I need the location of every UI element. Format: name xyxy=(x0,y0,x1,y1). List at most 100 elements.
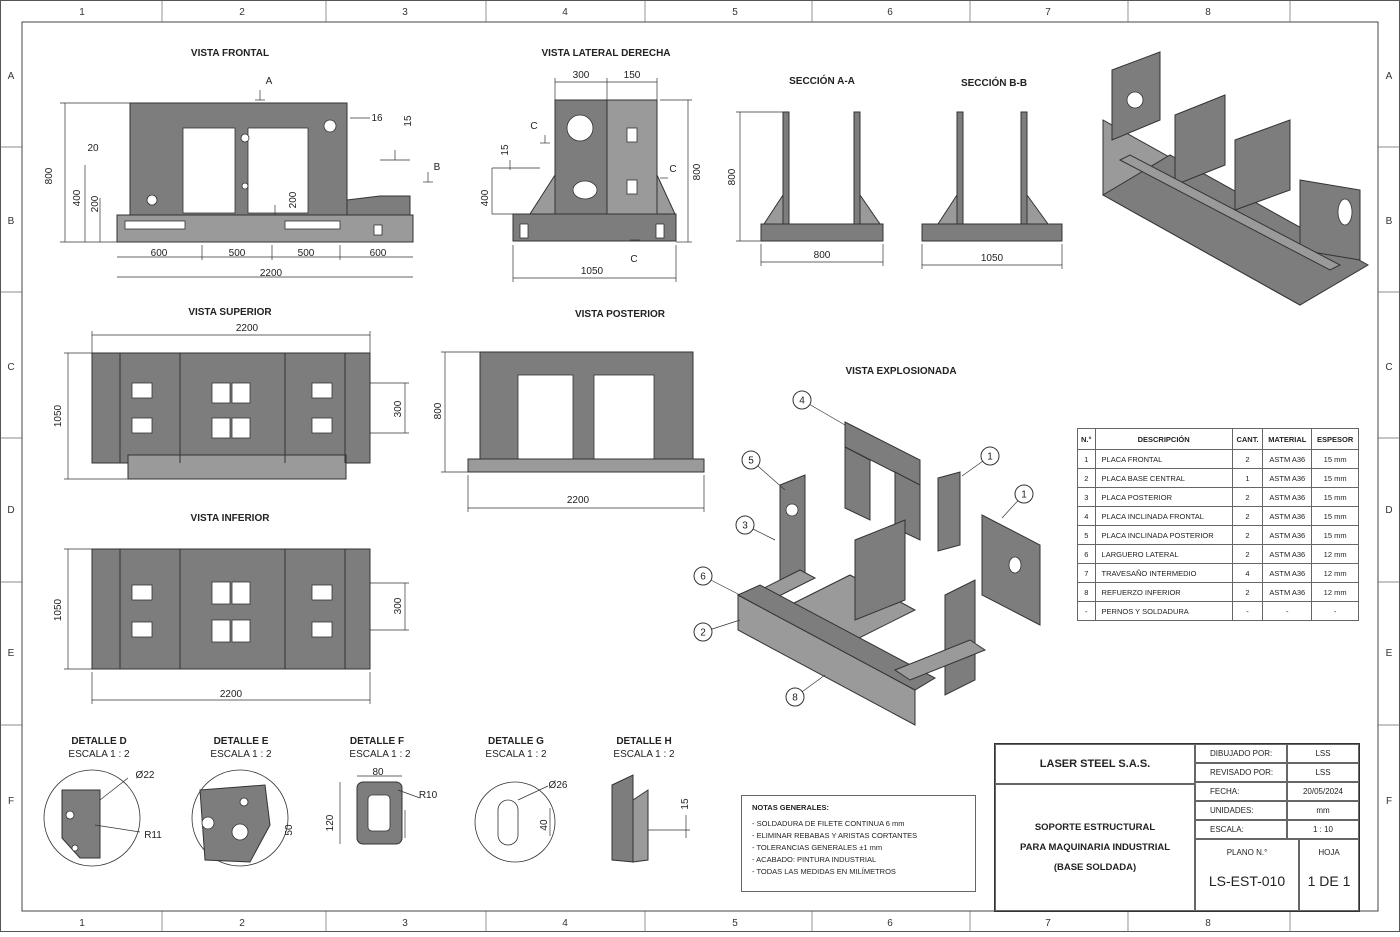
grid-row-left-F: F xyxy=(8,796,14,807)
bom-cell: 2 xyxy=(1231,544,1264,564)
balloon-circle xyxy=(1014,484,1034,504)
bom-cell: 8 xyxy=(1077,582,1096,602)
bom-cell: 4 xyxy=(1077,506,1096,526)
grid-row-right-A: A xyxy=(1386,71,1393,82)
dim-sup-300: 300 xyxy=(393,400,404,417)
scale-label: ESCALA: xyxy=(1195,820,1287,839)
grid-col-top-4: 4 xyxy=(562,7,568,18)
detail-g-dim-40: 40 xyxy=(539,819,550,831)
general-notes: NOTAS GENERALES: - SOLDADURA DE FILETE C… xyxy=(741,795,976,892)
balloon-number: 6 xyxy=(700,572,706,583)
bom-cell: 15 mm xyxy=(1311,487,1359,507)
view-title-posterior: VISTA POSTERIOR xyxy=(575,309,666,320)
plan-number-cell: PLANO N.° LS-EST-010 xyxy=(1195,839,1299,911)
dim-front-15: 15 xyxy=(403,115,414,127)
bom-header-cell: MATERIAL xyxy=(1262,428,1313,450)
bom-cell: 2 xyxy=(1231,506,1264,526)
dim-inf-2200: 2200 xyxy=(220,689,243,700)
lateral-view-drawing xyxy=(512,99,677,242)
grid-row-right-B: B xyxy=(1386,216,1393,227)
dim-inf-300: 300 xyxy=(393,597,404,614)
reviewed-by-label: REVISADO POR: xyxy=(1195,763,1287,782)
bom-cell: 7 xyxy=(1077,563,1096,583)
plan-number-label: PLANO N.° xyxy=(1226,848,1268,857)
grid-col-top-6: 6 xyxy=(887,7,893,18)
balloon-number: 5 xyxy=(748,456,754,467)
bom-header-cell: N.° xyxy=(1077,428,1096,450)
lateral-view-dimensions xyxy=(491,78,692,282)
bom-cell: 1 xyxy=(1231,468,1264,488)
detail-g-scale: ESCALA 1 : 2 xyxy=(485,749,547,760)
list-item: - TOLERANCIAS GENERALES ±1 mm xyxy=(752,843,883,852)
grid-col-top-2: 2 xyxy=(239,7,245,18)
grid-row-right-F: F xyxy=(1386,796,1392,807)
date-label: FECHA: xyxy=(1195,782,1287,801)
bom-header-cell: CANT. xyxy=(1231,428,1264,450)
dim-front-400: 400 xyxy=(72,189,83,206)
cut-label-c3: C xyxy=(630,254,637,265)
bom-cell: ASTM A36 xyxy=(1262,449,1313,469)
bom-cell: 2 xyxy=(1231,525,1264,545)
bottom-view-drawing xyxy=(91,548,371,670)
view-title-superior: VISTA SUPERIOR xyxy=(188,307,272,318)
dim-seca-800h: 800 xyxy=(727,168,738,185)
grid-col-bottom-7: 7 xyxy=(1045,918,1051,929)
grid-col-top-1: 1 xyxy=(79,7,85,18)
drawing-title-line2: PARA MAQUINARIA INDUSTRIAL xyxy=(1019,841,1171,853)
bom-cell: ASTM A36 xyxy=(1262,544,1313,564)
balloon-number: 1 xyxy=(987,452,993,463)
dim-sup-2200: 2200 xyxy=(236,323,259,334)
detail-e-scale: ESCALA 1 : 2 xyxy=(210,749,272,760)
balloon-circle xyxy=(693,566,713,586)
bom-cell: 12 mm xyxy=(1311,582,1359,602)
detail-h-title: DETALLE H xyxy=(616,736,671,747)
dim-front-16: 16 xyxy=(371,113,383,124)
bom-cell: ASTM A36 xyxy=(1262,506,1313,526)
drawing-title-line1: SOPORTE ESTRUCTURAL xyxy=(1034,821,1156,833)
detail-g-title: DETALLE G xyxy=(488,736,544,747)
dim-sup-1050: 1050 xyxy=(53,404,64,427)
dim-front-500a: 500 xyxy=(229,248,246,259)
notes-title: NOTAS GENERALES: xyxy=(752,803,829,812)
table-row: -PERNOS Y SOLDADURA--- xyxy=(1077,601,1359,621)
bom-cell: 15 mm xyxy=(1311,468,1359,488)
dim-front-20: 20 xyxy=(87,143,99,154)
bom-cell: ASTM A36 xyxy=(1262,563,1313,583)
list-item: - TODAS LAS MEDIDAS EN MILÍMETROS xyxy=(752,867,896,876)
balloon-circle xyxy=(741,450,761,470)
reviewed-by-value: LSS xyxy=(1287,763,1359,782)
bom-cell: TRAVESAÑO INTERMEDIO xyxy=(1094,563,1233,583)
bom-cell: ASTM A36 xyxy=(1262,487,1313,507)
bom-cell: 3 xyxy=(1077,487,1096,507)
view-title-frontal: VISTA FRONTAL xyxy=(191,48,269,59)
section-b-drawing xyxy=(921,111,1063,242)
bom-cell: 15 mm xyxy=(1311,449,1359,469)
detail-d-dim-dia: Ø22 xyxy=(136,770,155,781)
rear-view-dimensions xyxy=(441,351,705,512)
bom-cell: PLACA INCLINADA FRONTAL xyxy=(1094,506,1233,526)
view-title-inferior: VISTA INFERIOR xyxy=(191,513,271,524)
detail-g-dim-dia: Ø26 xyxy=(549,780,568,791)
drawing-title: SOPORTE ESTRUCTURAL PARA MAQUINARIA INDU… xyxy=(995,784,1195,911)
sheet-cell: HOJA 1 DE 1 xyxy=(1299,839,1359,911)
date-value: 20/05/2024 xyxy=(1287,782,1359,801)
detail-f-dim-120: 120 xyxy=(325,814,336,831)
dim-front-width: 2200 xyxy=(260,268,283,279)
grid-col-top-3: 3 xyxy=(402,7,408,18)
view-title-lateral: VISTA LATERAL DERECHA xyxy=(541,48,670,59)
balloon-number: 1 xyxy=(1021,490,1027,501)
detail-d-dim-r: R11 xyxy=(144,830,162,841)
title-block: LASER STEEL S.A.S. SOPORTE ESTRUCTURAL P… xyxy=(994,743,1360,912)
dim-post-800: 800 xyxy=(433,402,444,419)
grid-col-bottom-4: 4 xyxy=(562,918,568,929)
dim-lat-150: 150 xyxy=(624,70,641,81)
notes-list: - SOLDADURA DE FILETE CONTINUA 6 mm- ELI… xyxy=(752,819,965,876)
grid-col-top-7: 7 xyxy=(1045,7,1051,18)
